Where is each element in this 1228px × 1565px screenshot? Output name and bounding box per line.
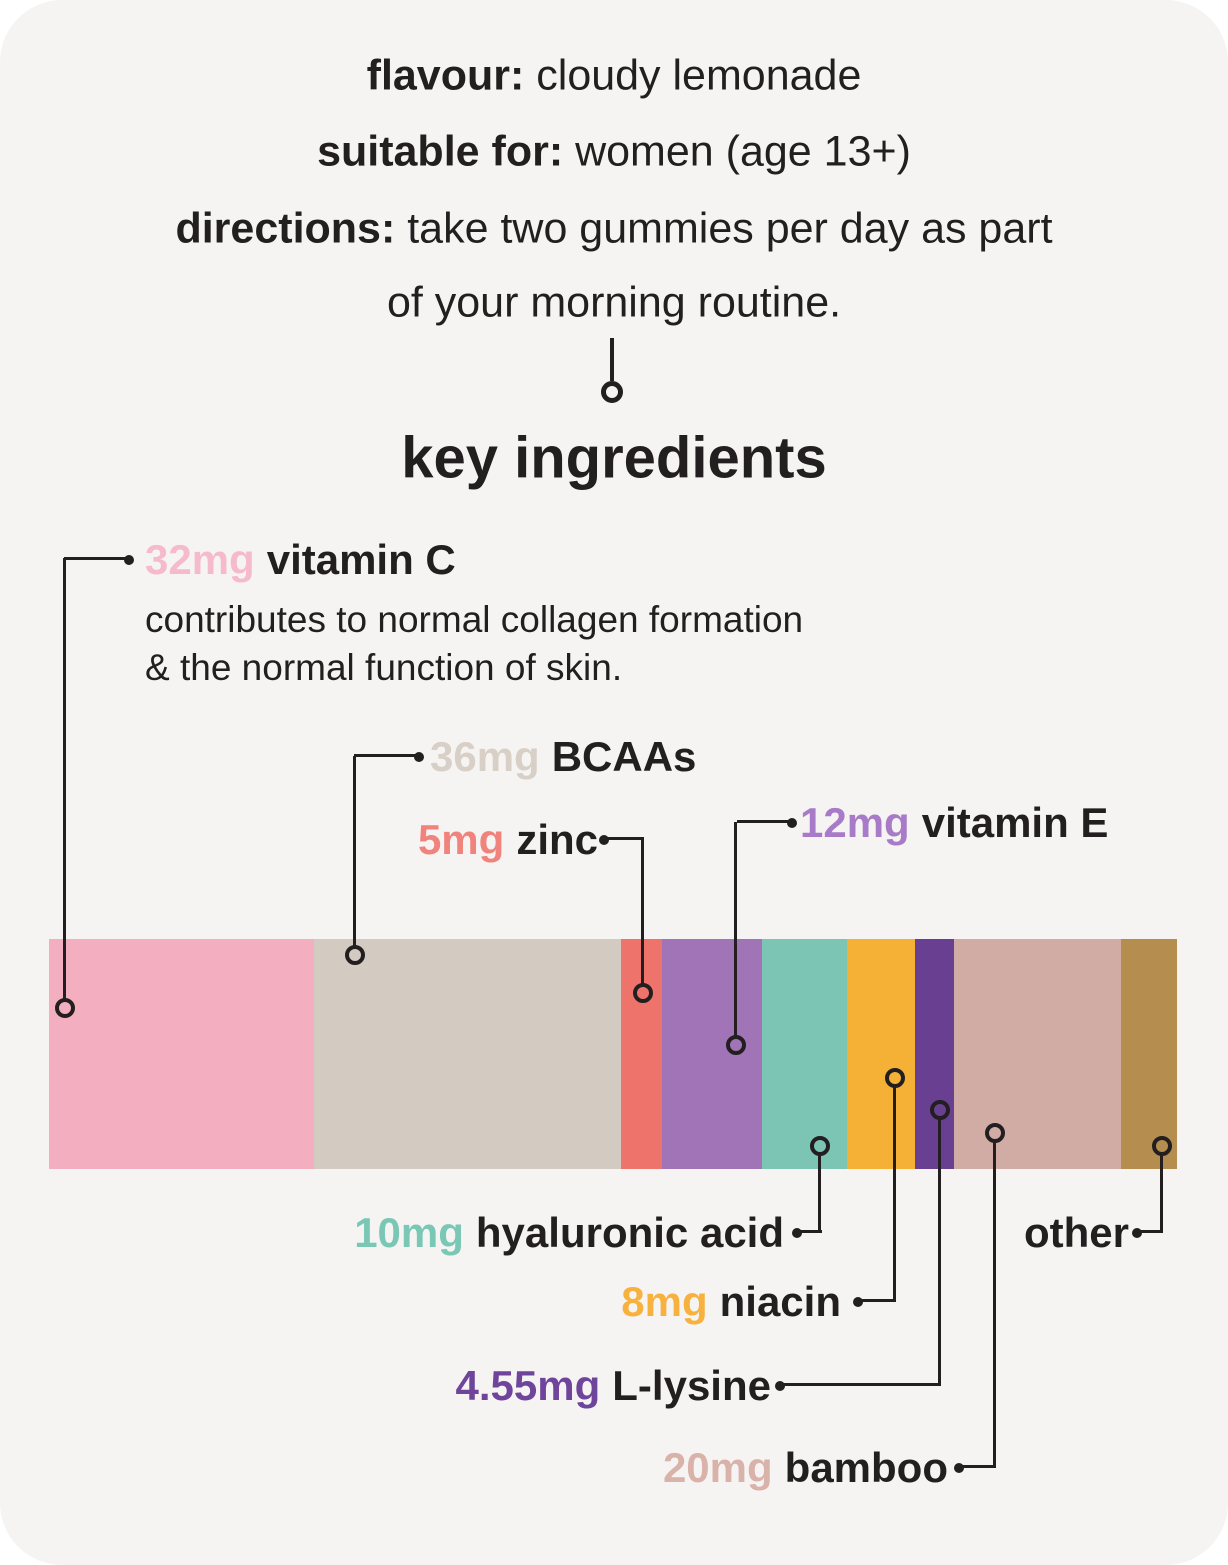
info-flavour-key: flavour: <box>366 51 525 100</box>
bamboo-amount: 20mg <box>662 1444 773 1491</box>
hyaluronic-callout-ring-icon <box>810 1136 830 1156</box>
title-connector-ring-icon <box>601 381 623 403</box>
bcaas-name: BCAAs <box>551 733 697 780</box>
info-directions-value-2: of your morning routine. <box>386 278 842 327</box>
hyaluronic-callout-vline <box>818 1154 821 1232</box>
niacin-name: niacin <box>719 1278 841 1325</box>
l-lysine-callout-hline <box>780 1383 941 1386</box>
l-lysine-callout-vline <box>938 1118 941 1386</box>
l-lysine-amount: 4.55mg <box>455 1362 601 1409</box>
bar-segment-vitamin-e <box>661 939 762 1169</box>
vitamin-c-amount: 32mg <box>145 536 255 583</box>
other-callout-ring-icon <box>1152 1136 1172 1156</box>
niacin-callout-ring-icon <box>885 1068 905 1088</box>
info-suitable-key: suitable for: <box>317 127 564 176</box>
bamboo-callout-vline <box>993 1141 996 1468</box>
info-line-directions: directions: take two gummies per day as … <box>0 205 1228 254</box>
info-directions-value: take two gummies per day as part <box>395 204 1053 253</box>
other-callout-dot <box>1132 1228 1142 1238</box>
bar-segment-hyaluronic-acid <box>761 939 848 1169</box>
bar-segment-other <box>1120 939 1177 1169</box>
bar-segment-l-lysine <box>915 939 955 1169</box>
zinc-amount: 5mg <box>417 816 505 863</box>
bar-segment-bamboo <box>954 939 1121 1169</box>
zinc-callout-hline <box>601 837 644 840</box>
bcaas-amount: 36mg <box>430 733 540 780</box>
bcaas-callout-vline <box>353 756 356 947</box>
info-directions-key: directions: <box>175 204 396 253</box>
vitamin-c-callout-hline <box>64 557 129 560</box>
niacin-amount: 8mg <box>621 1278 708 1325</box>
other-callout-vline <box>1160 1154 1163 1232</box>
zinc-callout-ring-icon <box>633 983 653 1003</box>
info-line-directions-cont: of your morning routine. <box>0 279 1228 328</box>
vitamin-c-callout-dot <box>124 555 134 565</box>
info-line-flavour: flavour: cloudy lemonade <box>0 52 1228 101</box>
hyaluronic-name: hyaluronic acid <box>475 1209 784 1256</box>
other-callout-hline <box>1137 1230 1163 1233</box>
other-name: other <box>1024 1209 1129 1256</box>
vitamin-e-amount: 12mg <box>800 799 910 846</box>
info-line-suitable-for: suitable for: women (age 13+) <box>0 128 1228 177</box>
bcaas-callout-ring-icon <box>345 945 365 965</box>
bamboo-callout-ring-icon <box>985 1123 1005 1143</box>
niacin-callout-vline <box>893 1086 896 1302</box>
vitamin-e-callout-ring-icon <box>726 1035 746 1055</box>
hyaluronic-callout-dot <box>792 1228 802 1238</box>
vitamin-c-description-line1: contributes to normal collagen formation <box>145 599 804 640</box>
hyaluronic-callout-hline <box>798 1230 822 1233</box>
bar-segment-bcaas <box>313 939 621 1169</box>
hyaluronic-amount: 10mg <box>354 1209 464 1256</box>
l-lysine-name: L-lysine <box>612 1362 771 1409</box>
bcaas-callout-hline <box>354 754 420 757</box>
page-title: key ingredients <box>401 425 827 491</box>
vitamin-c-name: vitamin C <box>266 536 456 583</box>
l-lysine-callout-ring-icon <box>930 1100 950 1120</box>
vitamin-e-callout-dot <box>787 818 797 828</box>
title-connector-line <box>610 338 614 381</box>
info-suitable-value: women (age 13+) <box>563 127 911 176</box>
zinc-name: zinc <box>516 816 598 863</box>
bar-segment-vitamin-c <box>49 939 314 1169</box>
zinc-callout-vline <box>641 839 644 985</box>
bamboo-callout-hline <box>959 1465 996 1468</box>
label-other: other <box>1024 1209 1129 1257</box>
vitamin-c-callout-ring-icon <box>55 998 75 1018</box>
l-lysine-callout-dot <box>775 1381 785 1391</box>
vitamin-c-description-line2: & the normal function of skin. <box>145 647 623 688</box>
ingredients-bar <box>49 939 1177 1169</box>
info-flavour-value: cloudy lemonade <box>524 51 862 100</box>
vitamin-c-callout-vline <box>63 558 66 1000</box>
vitamin-e-callout-hline <box>737 820 792 823</box>
bamboo-name: bamboo <box>784 1444 948 1491</box>
bcaas-callout-dot <box>414 752 424 762</box>
niacin-callout-dot <box>853 1297 863 1307</box>
vitamin-e-callout-vline <box>734 822 737 1037</box>
zinc-callout-dot <box>599 835 609 845</box>
vitamin-e-name: vitamin E <box>921 799 1109 846</box>
niacin-callout-hline <box>858 1299 896 1302</box>
bar-segment-niacin <box>847 939 916 1169</box>
bamboo-callout-dot <box>954 1463 964 1473</box>
